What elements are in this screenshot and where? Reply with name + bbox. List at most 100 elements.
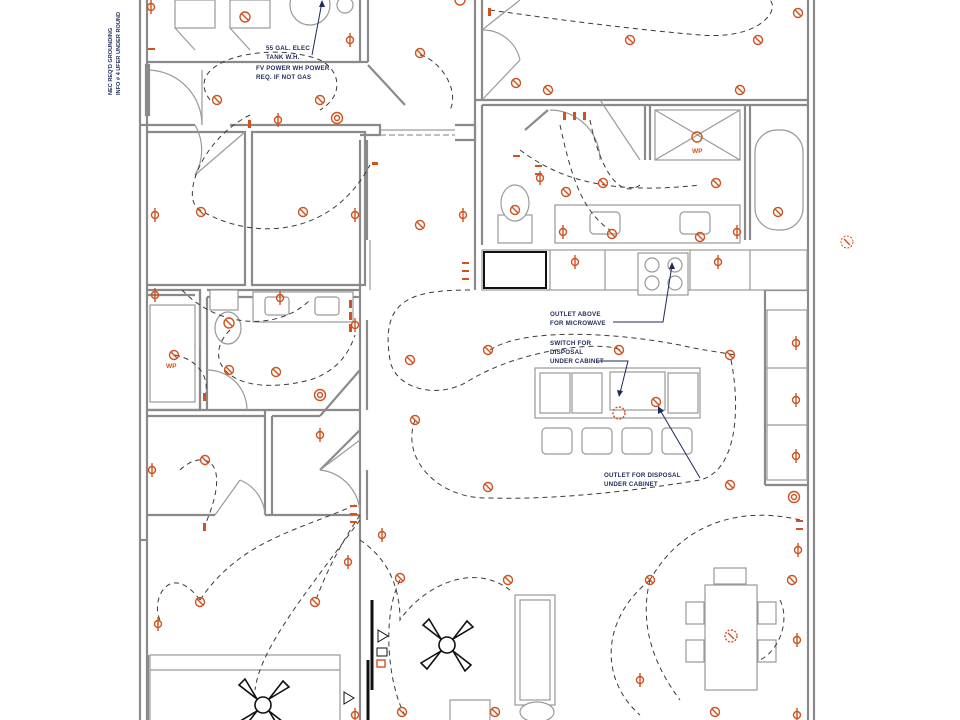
ceiling-light-icon [195,206,207,218]
receptacle-icon [343,555,353,569]
ceiling-light-icon [309,596,321,608]
receptacle-icon [377,528,387,542]
note-line: REQ. IF NOT GAS [256,74,311,81]
switch-icon [535,165,542,175]
note-line: OUTLET ABOVE [550,311,601,318]
note-line: 55 GAL. ELEC [266,45,310,52]
exterior-door [144,63,151,117]
dining-table [704,584,758,691]
chair [685,601,705,625]
note-line: DISPOSAL [550,349,583,356]
sink-left [589,211,621,235]
receptacle-icon [275,291,285,305]
receptacle-icon [793,543,803,557]
receptacle-icon [791,336,801,350]
ceiling-light-icon [724,349,736,361]
stool-4 [661,427,693,455]
ceiling-light-icon [624,34,636,46]
exterior-walls [138,0,816,720]
ceiling-light-icon [194,596,206,608]
chair [757,601,777,625]
chair [713,567,747,585]
ceiling-light-icon [691,131,703,143]
ceiling-light-icon [404,354,416,366]
receptacle-icon [792,633,802,647]
receptacle-icon [732,225,742,239]
toilet-bowl [500,184,530,222]
ceiling-light-icon [482,481,494,493]
switch-icon [563,112,586,120]
wp-tub-label: WP [166,363,177,370]
ceiling-light-icon [772,206,784,218]
ceiling-fan-icon [419,617,475,673]
ceiling-fan-icon [237,677,291,720]
note-line: UNDER CABINET [604,481,658,488]
ceiling-light-icon [613,344,625,356]
ceiling-light-icon [482,344,494,356]
ceiling-light-icon [786,574,798,586]
ceiling-light-icon [168,349,180,361]
island-cabinet-2 [571,372,603,414]
ceiling-light-icon [542,84,554,96]
ceiling-light-icon [710,177,722,189]
receptacle-icon [792,708,802,720]
island-cabinet-3 [667,372,699,414]
ceiling-light-icon [650,396,662,408]
ceiling-light-icon [510,77,522,89]
ceiling-light-icon [560,186,572,198]
island-cabinet-1 [539,372,571,414]
lamp [519,701,555,720]
ceiling-light-icon [297,206,309,218]
note-line: FV POWER WH POWER [256,65,330,72]
switch-icon [203,393,206,401]
ceiling-light-icon [694,231,706,243]
stool-1 [541,427,573,455]
mid-toilet-tank [209,289,239,311]
chair [685,639,705,663]
microwave-note: OUTLET ABOVE FOR MICROWAVE [550,262,675,327]
refrigerator [483,251,547,289]
receptacle-icon [150,288,160,302]
receptacle-icon [458,208,468,222]
ceiling-light-icon [223,364,235,376]
ceiling-light-icon [709,706,721,718]
receptacle-icon [147,463,157,477]
switch-icon [513,155,520,157]
ceiling-light-icon [414,219,426,231]
receptacle-icon [150,208,160,222]
ceiling-light-icon [223,317,235,329]
ceiling-light-icon [394,572,406,584]
doors [146,0,601,516]
utility-tank [336,0,354,14]
stool-3 [621,427,653,455]
ceiling-light-icon [414,47,426,59]
receptacle-icon [345,33,355,47]
switch-icon [462,262,469,280]
ceiling-light-icon [787,490,801,504]
ceiling-light-icon [396,706,408,718]
ceiling-light-icon [502,574,514,586]
receptacle-icon [350,708,360,720]
ceiling-light-icon [597,177,609,189]
stool-2 [581,427,613,455]
switch-icon [488,8,491,16]
receptacle-icon [791,393,801,407]
washer [174,0,216,29]
ceiling-light-icon [509,204,521,216]
note-line: TANK W.H. [266,54,300,61]
ceiling-light-icon [314,94,326,106]
receptacle-icon [713,255,723,269]
water-heater-note: 55 GAL. ELEC TANK W.H. FV POWER WH POWER… [256,0,330,81]
side-note-line-1: NEC REQ'D GROUNDING [108,28,114,95]
bathtub [754,129,804,231]
ceiling-light-icon [211,94,223,106]
switch-icon [796,520,803,530]
ceiling-light-icon [792,7,804,19]
note-line: UNDER CABINET [550,358,604,365]
disposal-outlet-note: OUTLET FOR DISPOSAL UNDER CABINET [604,406,701,488]
ceiling-light-icon [644,574,656,586]
receptacle-icon [153,617,163,631]
switch-wiring [156,0,801,716]
ceiling-light-icon [752,34,764,46]
receptacle-icon [315,428,325,442]
